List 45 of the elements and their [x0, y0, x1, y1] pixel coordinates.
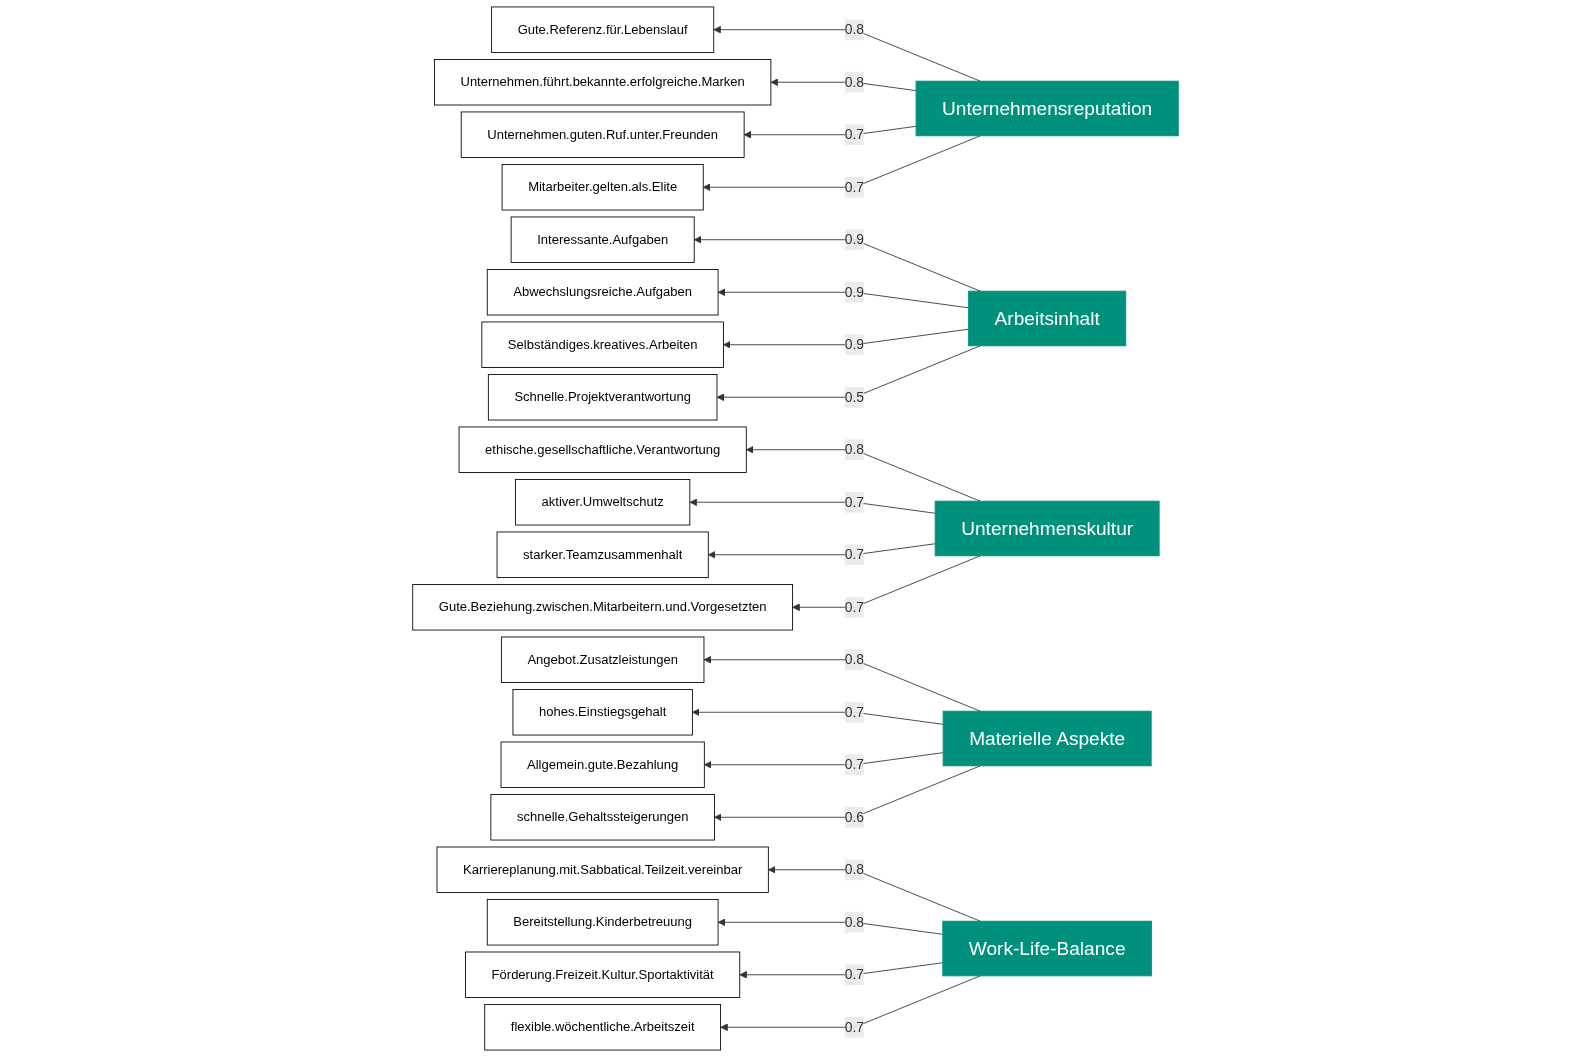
edge-label: 0.7	[844, 179, 864, 195]
edge-label: 0.5	[844, 389, 864, 405]
node-box: Interessante.Aufgaben	[510, 216, 695, 263]
node-box: Mitarbeiter.gelten.als.Elite	[501, 164, 704, 211]
edge-label: 0.8	[844, 651, 864, 667]
node-box: hohes.Einstiegsgehalt	[512, 689, 693, 736]
edge-label: 0.7	[844, 704, 864, 720]
edge-label: 0.6	[844, 809, 864, 825]
edge-label: 0.7	[844, 966, 864, 982]
edge-label: 0.9	[844, 336, 864, 352]
node-box: Gute.Referenz.für.Lebenslauf	[491, 6, 715, 53]
edge-label: 0.7	[844, 494, 864, 510]
edge-label: 0.8	[844, 861, 864, 877]
node-box: starker.Teamzusammenhalt	[496, 531, 709, 578]
node-box: Arbeitsinhalt	[968, 290, 1127, 347]
edge-label: 0.7	[844, 126, 864, 142]
node-box: Unternehmen.guten.Ruf.unter.Freunden	[460, 111, 745, 158]
node-box: Unternehmensreputation	[915, 80, 1179, 137]
node-box: Unternehmenskultur	[934, 500, 1160, 557]
edge-label: 0.7	[844, 1019, 864, 1035]
edge-label: 0.7	[844, 756, 864, 772]
node-box: Materielle Aspekte	[942, 710, 1152, 767]
node-box: flexible.wöchentliche.Arbeitszeit	[484, 1004, 722, 1051]
edge-label: 0.9	[844, 284, 864, 300]
node-box: Förderung.Freizeit.Kultur.Sportaktivität	[465, 951, 741, 998]
edge-label: 0.7	[844, 546, 864, 562]
node-box: Angebot.Zusatzleistungen	[500, 636, 705, 683]
edge-label: 0.8	[844, 914, 864, 930]
node-box: schnelle.Gehaltssteigerungen	[490, 794, 715, 841]
edge-label: 0.8	[844, 441, 864, 457]
node-box: Karriereplanung.mit.Sabbatical.Teilzeit.vereinbar	[436, 846, 769, 893]
node-box: aktiver.Umweltschutz	[515, 479, 691, 526]
node-box: Work-Life-Balance	[942, 920, 1152, 977]
node-box: Allgemein.gute.Bezahlung	[500, 741, 705, 788]
node-box: Schnelle.Projektverantwortung	[487, 374, 718, 421]
edge-label: 0.8	[844, 74, 864, 90]
node-box: Bereitstellung.Kinderbetreuung	[486, 899, 719, 946]
node-box: Gute.Beziehung.zwischen.Mitarbeitern.und.Vorgesetzten	[412, 584, 794, 631]
node-box: Unternehmen.führt.bekannte.erfolgreiche.Marken	[434, 59, 772, 106]
edge-label: 0.9	[844, 231, 864, 247]
edge-label: 0.7	[844, 599, 864, 615]
edge-label: 0.8	[844, 21, 864, 37]
node-box: Selbständiges.kreatives.Arbeiten	[481, 321, 724, 368]
node-box: Abwechslungsreiche.Aufgaben	[486, 269, 719, 316]
node-box: ethische.gesellschaftliche.Verantwortung	[458, 426, 747, 473]
